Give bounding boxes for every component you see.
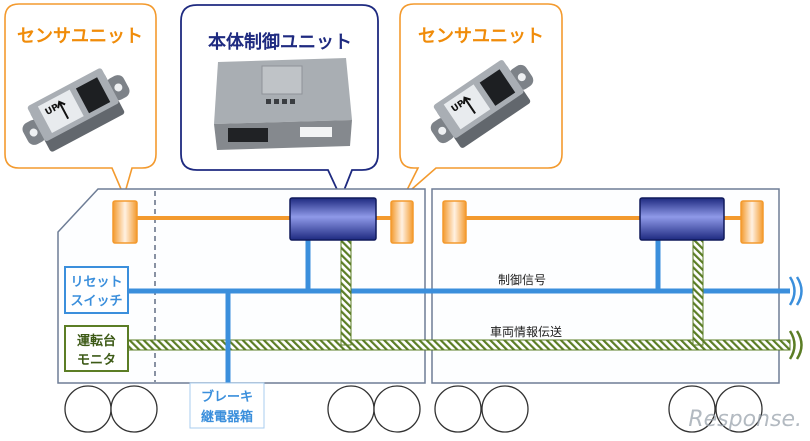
sensor-unit xyxy=(740,200,764,244)
sensor-connector xyxy=(479,69,516,106)
vehicle-info-label: 車両情報伝送 xyxy=(490,324,562,339)
wheel xyxy=(434,385,482,433)
wheel xyxy=(668,385,716,433)
up-arrow-icon xyxy=(57,100,70,120)
mount-hole xyxy=(114,83,123,92)
brake-relay-label-line1: ブレーキ xyxy=(201,389,253,405)
control-unit-image xyxy=(214,58,352,150)
wheel xyxy=(373,385,421,433)
front-connector xyxy=(228,128,268,142)
cab-monitor-frame xyxy=(64,325,129,372)
callout-sensor-right: センサユニット UP xyxy=(399,3,563,197)
brake-relay-box: ブレーキ 継電器箱 xyxy=(189,382,265,429)
response-watermark: Response. xyxy=(688,407,802,432)
wheel xyxy=(481,385,529,433)
reset-switch-label-line2: スイッチ xyxy=(70,294,122,309)
indicator-led xyxy=(266,99,271,104)
reset-switch-frame xyxy=(64,266,129,314)
wheel xyxy=(64,385,112,433)
brake-relay-label-line2: 継電器箱 xyxy=(201,409,253,425)
vehicle-info-continuation-icon xyxy=(788,330,803,360)
wheels xyxy=(64,385,763,433)
up-arrow-icon xyxy=(462,96,476,115)
reset-switch-label-line1: リセット xyxy=(70,275,122,290)
callout-sensor-left: センサユニット UP xyxy=(4,3,157,199)
indicator-led xyxy=(282,99,287,104)
sensor-unit xyxy=(390,200,414,244)
control-signal-continuation-icon xyxy=(788,276,803,306)
sensor-unit xyxy=(442,200,467,244)
sensor-right-title: センサユニット xyxy=(418,26,544,47)
sensor-unit xyxy=(112,200,138,244)
sensor-connector xyxy=(75,77,111,114)
indicator-led xyxy=(274,99,279,104)
wheel xyxy=(110,385,158,433)
sensor-unit-image-right: UP xyxy=(430,60,534,148)
front-sticker xyxy=(300,127,332,137)
vehicle-info-drop xyxy=(692,239,704,346)
sensor-unit-image-left: UP xyxy=(22,68,130,152)
vehicle-info-drop xyxy=(340,239,352,346)
sensor-left-title: センサユニット xyxy=(17,26,143,47)
control-signal-label: 制御信号 xyxy=(498,272,546,287)
cab-monitor-label-line2: モニタ xyxy=(77,353,116,368)
wheel xyxy=(715,385,763,433)
cab-monitor-label-line1: 運転台 xyxy=(77,333,116,349)
cab-monitor: 運転台 モニタ xyxy=(64,325,129,372)
control-unit-title: 本体制御ユニット xyxy=(208,31,352,53)
control-unit-panel xyxy=(261,65,303,95)
sensor-label-panel xyxy=(443,84,491,130)
brake-relay-frame xyxy=(189,382,265,429)
mount-hole xyxy=(517,73,526,82)
mount-hole xyxy=(438,126,447,135)
mount-hole xyxy=(29,128,38,137)
indicator-led xyxy=(290,99,295,104)
sensor-label-panel xyxy=(37,89,84,133)
reset-switch: リセット スイッチ xyxy=(64,266,129,314)
main-control-unit xyxy=(289,197,377,241)
callout-control-unit: 本体制御ユニット xyxy=(180,4,379,201)
wheel xyxy=(327,385,375,433)
main-control-unit xyxy=(639,197,725,241)
